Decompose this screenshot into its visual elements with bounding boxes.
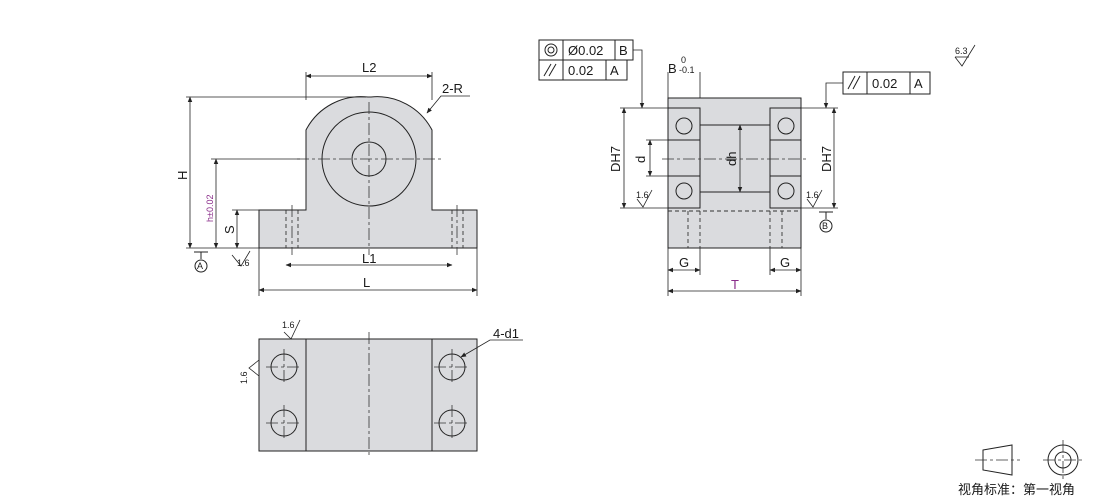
fcf-left: Ø0.02 B 0.02 A xyxy=(538,39,645,109)
dim-S: S xyxy=(222,225,237,234)
dim-h: h±0.02 xyxy=(205,195,215,222)
top-body xyxy=(258,338,478,452)
side-view: Ø0.02 B 0.02 A B 0 -0.1 0.02 A xyxy=(538,39,931,296)
fcf1-value: Ø0.02 xyxy=(568,43,603,58)
datum-b-label: B xyxy=(822,221,828,231)
fcf3-datum: A xyxy=(914,76,923,91)
front-roughness: 1.6 xyxy=(237,258,250,268)
fcf2-datum: A xyxy=(610,63,619,78)
dim-L: L xyxy=(363,275,370,290)
dim-dh: dh xyxy=(724,152,739,166)
dim-G-left: G xyxy=(679,255,689,270)
datum-a-circle xyxy=(194,259,208,273)
top-roughness-left: 1.6 xyxy=(239,371,249,384)
dim-H: H xyxy=(175,171,190,180)
dim-2R: 2-R xyxy=(442,81,463,96)
fcf2-value: 0.02 xyxy=(568,63,593,78)
dim-T: T xyxy=(731,277,739,292)
fcf3-value: 0.02 xyxy=(872,76,897,91)
top-holes xyxy=(266,349,470,441)
dim-G-right: G xyxy=(780,255,790,270)
side-roughness-left: 1.6 xyxy=(636,190,649,200)
projection-symbol: 视角标准：第一视角 xyxy=(958,440,1083,497)
front-view: L2 2-R H h±0.02 S A 1.6 L1 L xyxy=(175,60,478,296)
fcf1-datum: B xyxy=(619,43,628,58)
top-hole-label: 4-d1 xyxy=(493,326,519,341)
dim-L2: L2 xyxy=(362,60,376,75)
top-view: 4-d1 1.6 1.6 xyxy=(239,319,523,458)
general-roughness-value: 6.3 xyxy=(955,46,968,56)
dim-d: d xyxy=(633,156,648,163)
projection-label: 视角标准：第一视角 xyxy=(958,482,1075,497)
dim-B: B xyxy=(668,61,677,76)
datum-a-label: A xyxy=(197,261,203,271)
side-roughness-right: 1.6 xyxy=(806,190,819,200)
top-roughness-top: 1.6 xyxy=(282,320,295,330)
fcf-right: 0.02 A xyxy=(823,71,931,109)
dim-L1: L1 xyxy=(362,251,376,266)
dim-DH7-left: DH7 xyxy=(608,146,623,172)
dim-B-upper: 0 xyxy=(681,55,686,65)
general-roughness: 6.3 xyxy=(954,44,976,67)
front-body xyxy=(258,96,478,249)
dim-DH7-right: DH7 xyxy=(819,146,834,172)
dim-B-lower: -0.1 xyxy=(679,65,695,75)
